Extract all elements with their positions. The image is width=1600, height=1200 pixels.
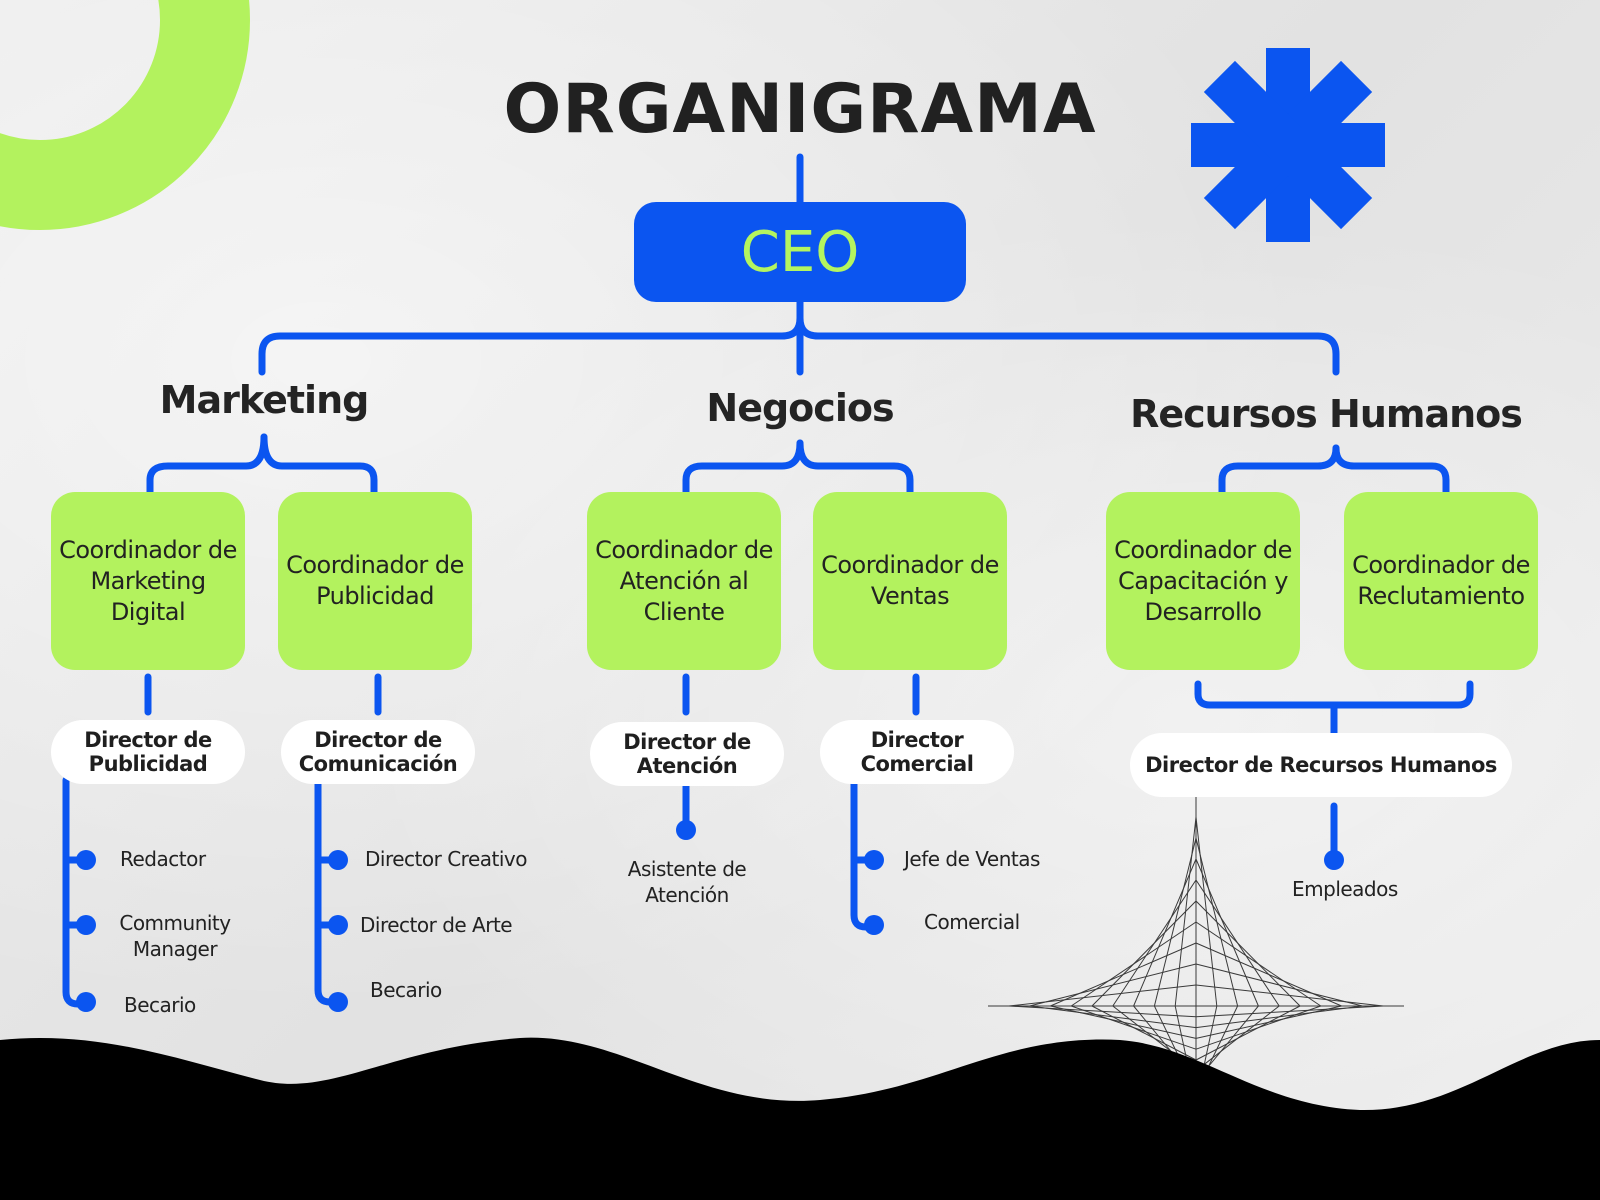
report-director-creativo: Director Creativo	[365, 847, 527, 871]
coordinator-label: Coordinador de Ventas	[821, 551, 999, 610]
asterisk-icon	[1191, 48, 1385, 242]
report-comercial: Comercial	[924, 910, 1020, 934]
page-title: ORGANIGRAMA	[503, 70, 1097, 149]
coordinator-label: Coordinador de Marketing Digital	[59, 535, 237, 626]
director-recursos-humanos: Director de Recursos Humanos	[1130, 733, 1512, 797]
director-label: Director de Atención	[623, 730, 751, 778]
dept-marketing: Marketing	[159, 378, 370, 422]
green-ring-decoration	[0, 0, 250, 230]
report-becario-publicidad: Becario	[370, 978, 442, 1002]
coordinator-label: Coordinador de Reclutamiento	[1352, 551, 1530, 610]
director-comunicacion: Director de Comunicación	[281, 720, 475, 784]
coordinator-label: Coordinador de Atención al Cliente	[595, 535, 773, 626]
coordinator-reclutamiento: Coordinador de Reclutamiento	[1344, 492, 1538, 670]
string-art-decoration	[988, 796, 1404, 1114]
wave-decoration	[0, 1037, 1600, 1200]
director-label: Director de Comunicación	[298, 728, 458, 776]
director-atencion: Director de Atención	[590, 722, 784, 786]
report-jefe-ventas: Jefe de Ventas	[904, 847, 1040, 871]
coordinator-capacitacion: Coordinador de Capacitación y Desarrollo	[1106, 492, 1300, 670]
report-community-manager: Community Manager	[119, 911, 231, 961]
coordinator-ventas: Coordinador de Ventas	[813, 492, 1007, 670]
coordinator-label: Coordinador de Publicidad	[286, 551, 464, 610]
director-label: Director Comercial	[860, 728, 974, 776]
report-becario-marketing: Becario	[124, 993, 196, 1017]
director-comercial: Director Comercial	[820, 720, 1014, 784]
report-redactor: Redactor	[120, 847, 206, 871]
coordinator-atencion-cliente: Coordinador de Atención al Cliente	[587, 492, 781, 670]
director-label: Director de Recursos Humanos	[1145, 753, 1497, 777]
coordinator-publicidad: Coordinador de Publicidad	[278, 492, 472, 670]
director-label: Director de Publicidad	[84, 728, 212, 776]
dept-negocios: Negocios	[706, 386, 894, 430]
dept-recursos-humanos: Recursos Humanos	[1130, 392, 1523, 436]
ceo-label: CEO	[740, 219, 860, 285]
report-empleados: Empleados	[1292, 877, 1398, 901]
bullet-dots	[76, 820, 1344, 1012]
ceo-node: CEO	[634, 202, 966, 302]
coordinator-label: Coordinador de Capacitación y Desarrollo	[1114, 535, 1292, 626]
report-asistente-atencion: Asistente de Atención	[627, 857, 747, 907]
director-publicidad: Director de Publicidad	[51, 720, 245, 784]
report-director-arte: Director de Arte	[360, 913, 513, 937]
coordinator-marketing-digital: Coordinador de Marketing Digital	[51, 492, 245, 670]
